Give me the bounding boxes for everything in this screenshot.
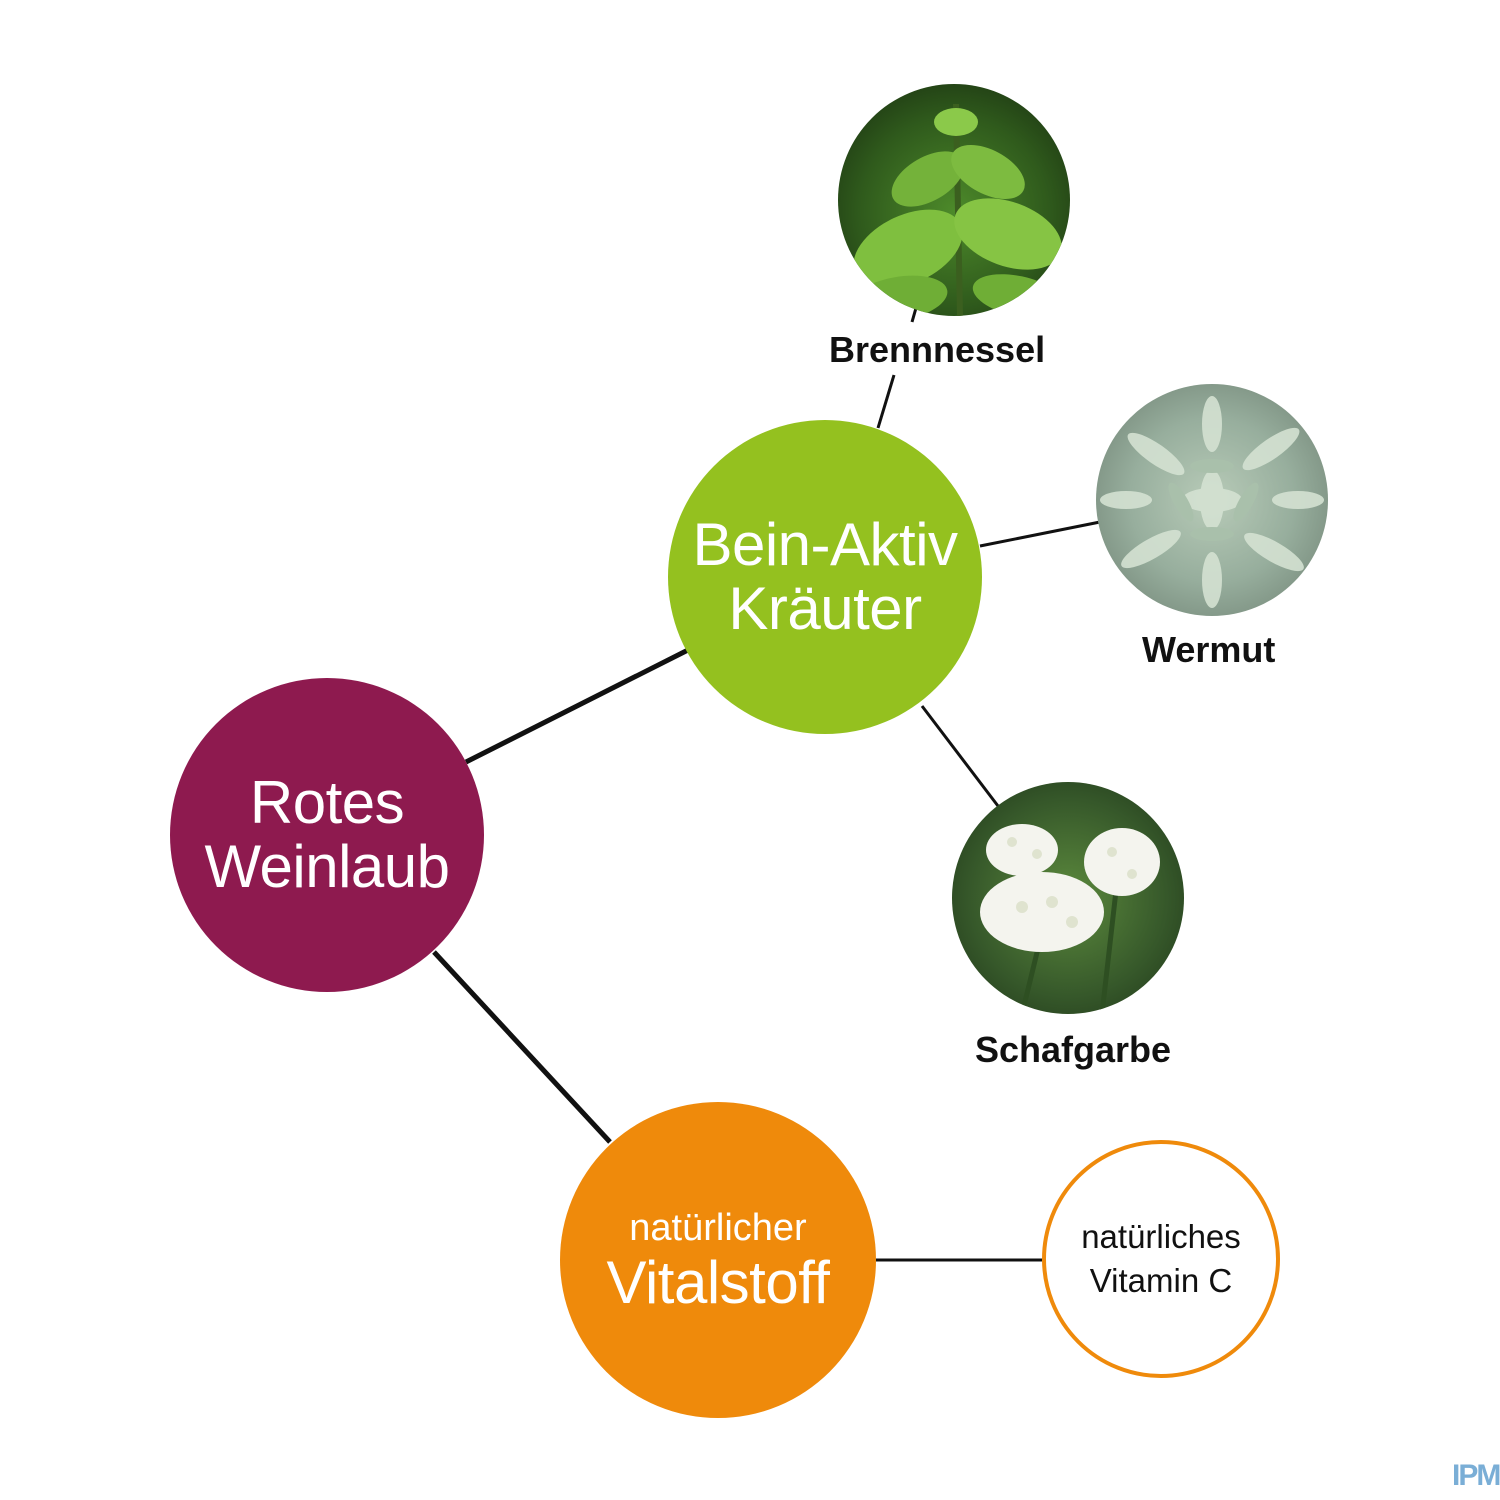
connector-bein-schafgarbe xyxy=(920,705,1000,807)
connector-brennnessel-photo xyxy=(910,307,918,323)
schafgarbe-label: Schafgarbe xyxy=(975,1029,1172,1070)
rotes-weinlaub-line1: Rotes xyxy=(249,769,405,836)
rotes-weinlaub-line2: Weinlaub xyxy=(204,833,450,900)
brennnessel-label: Brennnessel xyxy=(829,329,1046,370)
vitalstoff-line1: natürlicher xyxy=(629,1207,807,1249)
wermut-label: Wermut xyxy=(1142,629,1276,670)
vitalstoff-line2: Vitalstoff xyxy=(606,1249,830,1316)
yarrow-illustration xyxy=(980,824,1160,1014)
bein-aktiv-line1: Bein-Aktiv xyxy=(692,511,958,578)
connector-rotes-vital xyxy=(432,950,612,1144)
connector-bein-wermut xyxy=(979,520,1101,548)
brennnessel-photo xyxy=(838,84,1070,316)
connector-bein-brennnessel xyxy=(876,374,896,429)
natuerlicher-vitalstoff-node: natürlicher Vitalstoff xyxy=(560,1102,876,1418)
bein-aktiv-line2: Kräuter xyxy=(728,575,922,642)
wormwood-illustration xyxy=(1100,396,1324,608)
vitamin-c-line1: natürliches xyxy=(1081,1218,1241,1255)
wermut-photo xyxy=(1096,384,1328,616)
rotes-weinlaub-node: Rotes Weinlaub xyxy=(170,678,484,992)
vitamin-c-line2: Vitamin C xyxy=(1089,1262,1233,1299)
ipm-watermark-logo: IPM xyxy=(1452,1459,1500,1492)
nettle-illustration xyxy=(848,103,1064,316)
vitamin-c-node: natürliches Vitamin C xyxy=(1042,1140,1280,1378)
bein-aktiv-kraeuter-node: Bein-Aktiv Kräuter xyxy=(668,420,982,734)
schafgarbe-photo xyxy=(952,782,1184,1014)
connector-rotes-bein xyxy=(464,647,690,765)
